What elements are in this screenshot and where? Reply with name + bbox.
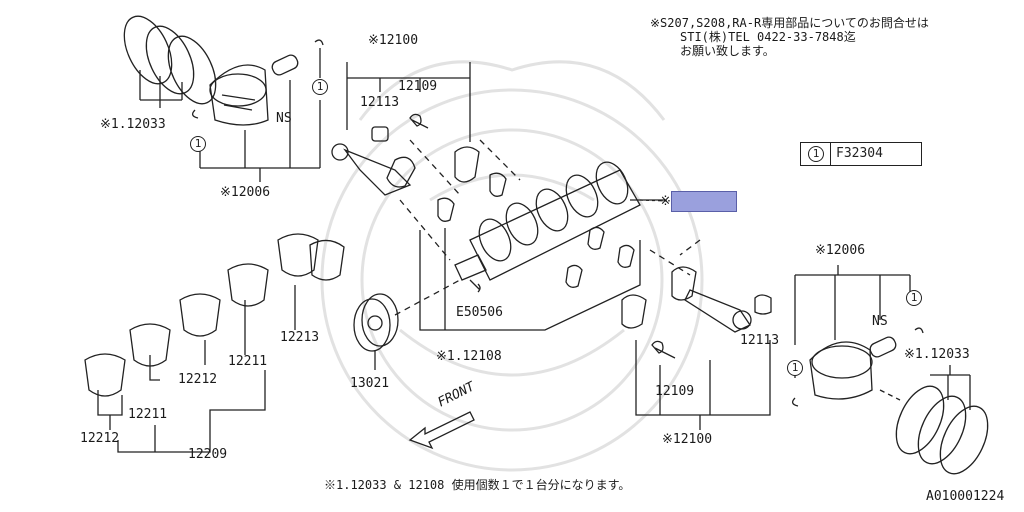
label-12006-right[interactable]: ※12006	[815, 243, 866, 258]
label-12211-a[interactable]: 12211	[228, 354, 268, 369]
right-piston-assembly	[791, 265, 989, 475]
label-12109-top[interactable]: 12109	[398, 79, 438, 94]
note-bottom-quantity: ※1.12033 & 12108 使用個数１で１台分になります。	[324, 478, 631, 492]
reference-divider	[830, 143, 831, 165]
highlight-prefix: ※	[660, 194, 671, 209]
label-12212-b[interactable]: 12212	[80, 431, 120, 446]
label-12209[interactable]: 12209	[188, 447, 228, 462]
label-12109-right[interactable]: 12109	[655, 384, 695, 399]
right-connecting-rod-assembly	[621, 239, 772, 430]
front-arrow-icon	[408, 411, 475, 450]
bearing-set-left	[84, 233, 345, 453]
left-piston-assembly	[123, 15, 324, 182]
figure-code: A010001224	[926, 489, 1005, 504]
label-12113-right[interactable]: 12113	[740, 333, 780, 348]
reference-code: F32304	[836, 146, 883, 161]
sprocket	[353, 279, 461, 370]
label-12033-left[interactable]: ※1.12033	[100, 117, 166, 132]
label-ns-right: NS	[872, 314, 888, 329]
circle-marker-right-a: 1	[906, 290, 922, 306]
reference-box[interactable]: 1 F32304	[800, 142, 922, 166]
top-connecting-rod-assembly	[331, 62, 521, 261]
label-ns-left: NS	[276, 111, 292, 126]
label-12100-top[interactable]: ※12100	[368, 33, 419, 48]
note-sti-contact-line3: お願い致します。	[680, 44, 775, 58]
label-13021[interactable]: 13021	[350, 376, 390, 391]
circle-marker-right-b: 1	[787, 360, 803, 376]
label-12213[interactable]: 12213	[280, 330, 320, 345]
label-12212-a[interactable]: 12212	[178, 372, 218, 387]
watermark-emblem	[320, 60, 704, 472]
label-12211-b[interactable]: 12211	[128, 407, 168, 422]
reference-circle-number: 1	[808, 146, 824, 162]
note-sti-contact-line2: STI(株)TEL 0422-33-7848迄	[680, 30, 856, 44]
highlighted-part-box[interactable]	[671, 191, 737, 212]
label-12100-right[interactable]: ※12100	[662, 432, 713, 447]
label-E50506[interactable]: E50506	[456, 305, 503, 320]
label-12006-left[interactable]: ※12006	[220, 185, 271, 200]
circle-marker-left-b: 1	[190, 136, 206, 152]
note-sti-contact-line1: ※S207,S208,RA-R専用部品についてのお問合せは	[650, 16, 929, 30]
circle-marker-left-a: 1	[312, 79, 328, 95]
label-12113-top[interactable]: 12113	[360, 95, 400, 110]
label-12033-right[interactable]: ※1.12033	[904, 347, 970, 362]
label-12108[interactable]: ※1.12108	[436, 349, 502, 364]
